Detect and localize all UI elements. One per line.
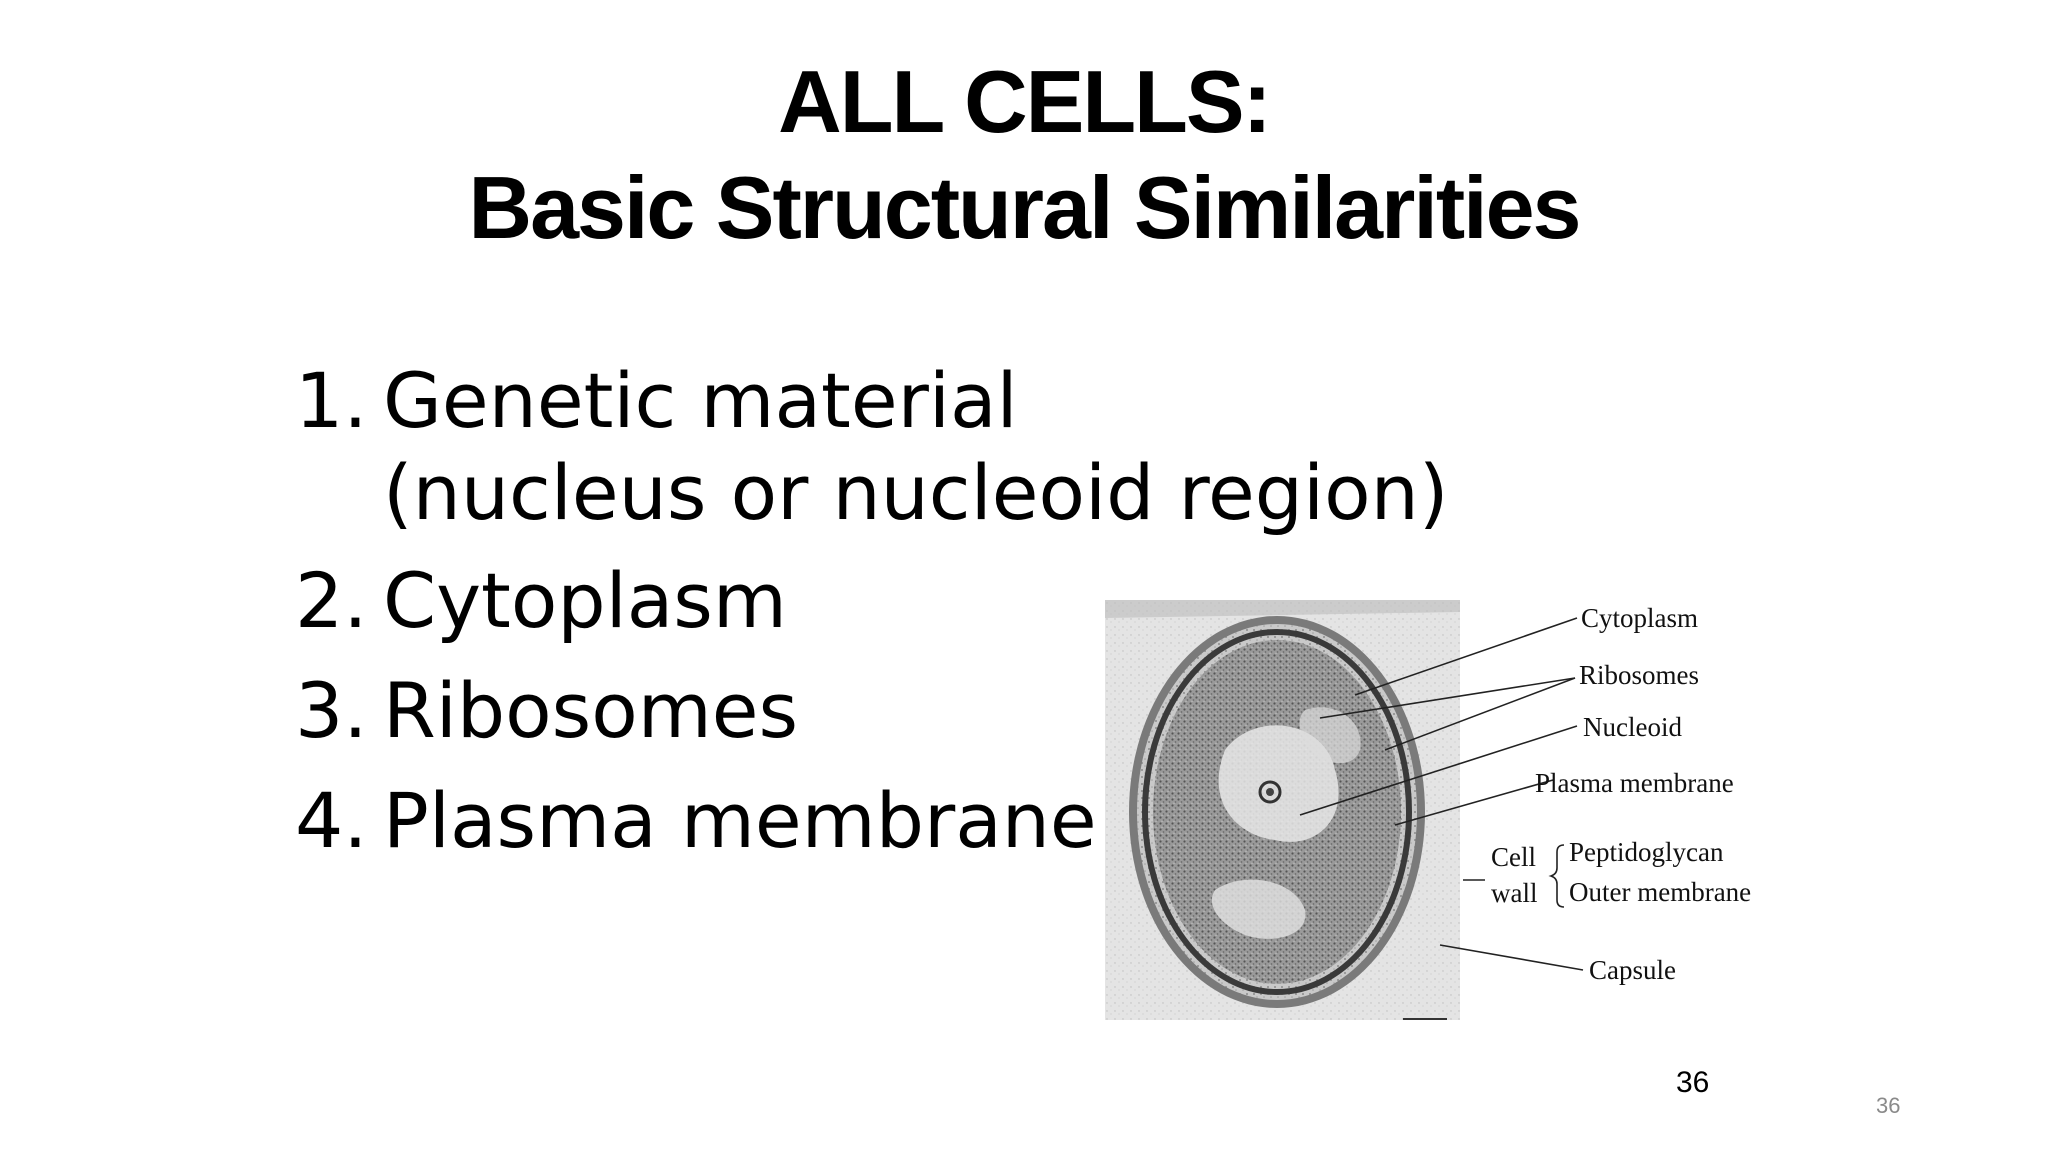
label-outer-membrane: Outer membrane (1569, 877, 1752, 907)
slide-number: 36 (1876, 1093, 1901, 1118)
label-peptidoglycan: Peptidoglycan (1569, 837, 1724, 867)
label-cytoplasm: Cytoplasm (1581, 603, 1699, 633)
label-cell: Cell (1491, 842, 1536, 872)
list-item-text: Genetic material (383, 356, 1018, 445)
slide-title-line2: Basic Structural Similarities (468, 158, 1582, 257)
list-item-text: Ribosomes (383, 666, 799, 755)
cell-micrograph-image (1105, 600, 1460, 1020)
page-number: 36 (1676, 1066, 1710, 1099)
list-item-number: 1. (295, 356, 368, 445)
label-nucleoid: Nucleoid (1583, 712, 1682, 742)
list-item-number: 4. (295, 776, 368, 865)
list-item-number: 2. (295, 556, 368, 645)
label-capsule: Capsule (1589, 955, 1676, 985)
list-item-text: Cytoplasm (383, 556, 787, 645)
list-item-subtext: (nucleus or nucleoid region) (383, 448, 1449, 537)
list-item-text: Plasma membrane (383, 776, 1097, 865)
bacterial-cell-figure: Cytoplasm Ribosomes Nucleoid Plasma memb… (1105, 600, 1785, 1030)
label-ribosomes: Ribosomes (1579, 660, 1700, 690)
figure-leader-lines (1299, 617, 1584, 971)
slide-title-line1: ALL CELLS: (778, 52, 1272, 151)
list-item-number: 3. (295, 666, 368, 755)
label-plasma-membrane: Plasma membrane (1535, 768, 1734, 798)
label-wall: wall (1491, 878, 1538, 908)
